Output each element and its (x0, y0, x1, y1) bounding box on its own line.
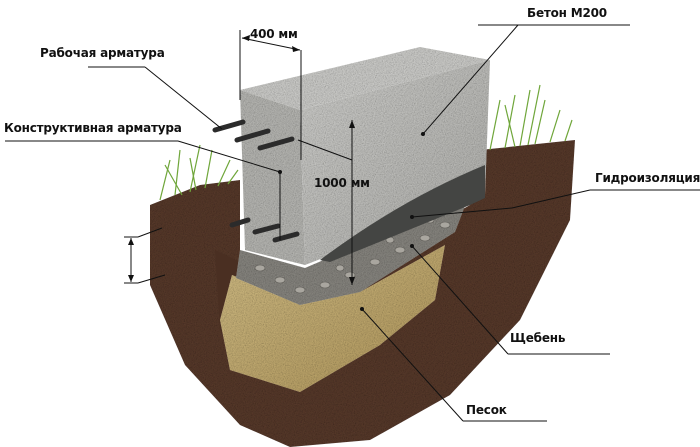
sand-layer (220, 245, 445, 392)
label-height-dimension: 1000 мм (314, 176, 370, 190)
label-sand: Песок (466, 403, 507, 417)
grass-left (159, 144, 239, 201)
label-waterproofing: Гидроизоляция (595, 171, 700, 185)
waterproofing-layer (320, 165, 485, 262)
arrowheads (128, 35, 355, 285)
label-gravel: Щебень (510, 331, 566, 345)
label-concrete: Бетон М200 (527, 6, 607, 20)
grass-right (489, 84, 573, 151)
label-working-rebar: Рабочая арматура (40, 46, 165, 60)
label-width-dimension: 400 мм (250, 27, 298, 41)
leader-lines (5, 24, 700, 422)
label-structural-rebar: Конструктивная арматура (4, 121, 182, 135)
concrete-top-face (240, 47, 490, 110)
leader-dots (278, 132, 425, 311)
working-rebars (212, 119, 300, 243)
concrete-front-face (240, 90, 305, 265)
